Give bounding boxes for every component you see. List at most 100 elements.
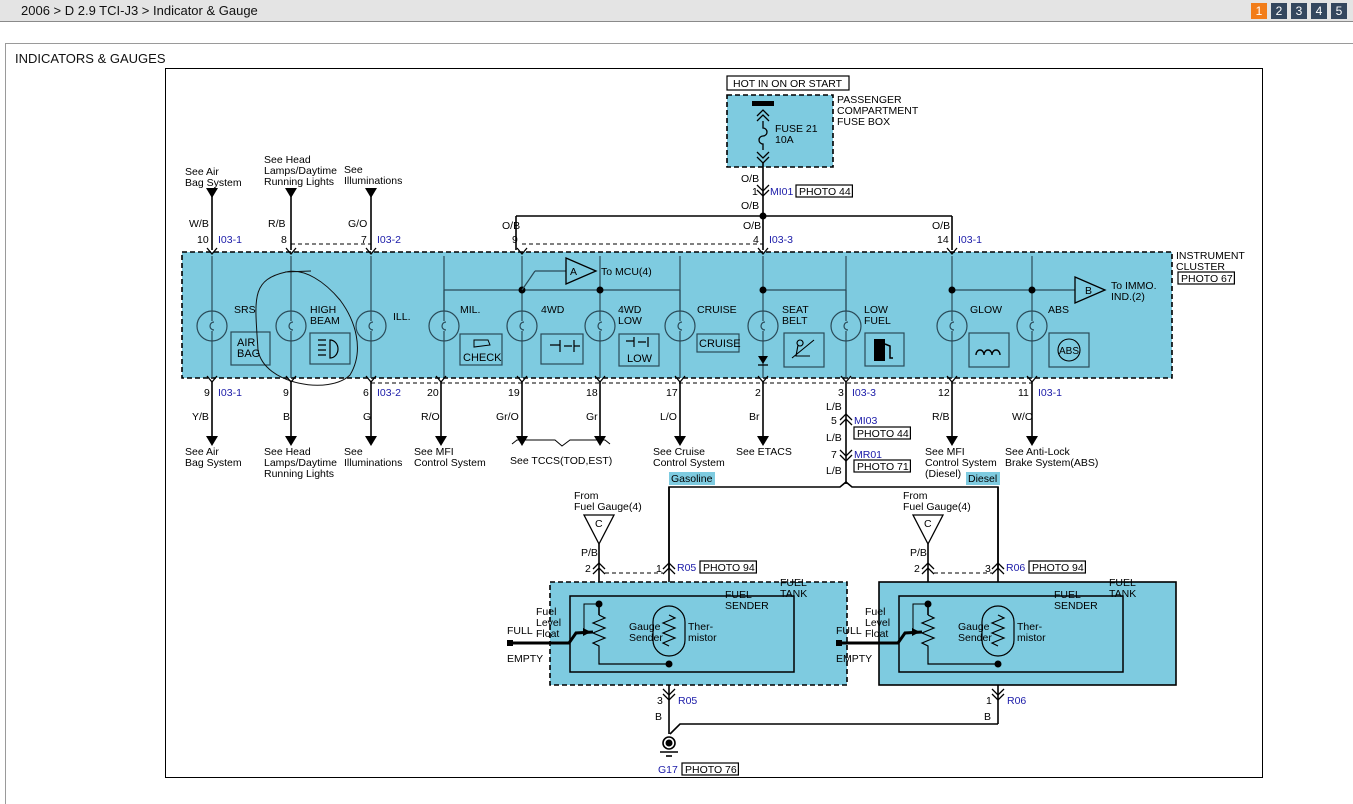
from-fuel-gauge-label: From (903, 490, 928, 502)
empty-label: EMPTY (836, 653, 872, 665)
top-reference: Lamps/Daytime (264, 165, 337, 177)
connector-id: R06 (1007, 695, 1026, 707)
fuel-tank (549, 581, 848, 686)
wire-label: L/B (826, 465, 842, 477)
wire-label: W/B (189, 218, 209, 230)
top-pin (285, 247, 297, 256)
top-pin (365, 247, 377, 256)
float-label: Fuel (865, 606, 885, 618)
wire-label: G/O (348, 218, 367, 230)
glow-plug-glyph (975, 349, 1001, 356)
reference-arrow (674, 436, 686, 446)
top-pin (516, 247, 528, 256)
reference-arrow (285, 436, 297, 446)
diode-icon (758, 356, 768, 364)
photo-label-box (1028, 560, 1087, 574)
splice-dot (1028, 286, 1036, 294)
bottom-reference: See MFI (414, 446, 454, 458)
fuel-sender-label: FUEL (1054, 589, 1081, 601)
splice-dot (759, 286, 767, 294)
connector-id: I03-2 (377, 387, 401, 399)
ground-id: G17 (658, 764, 678, 776)
top-reference: See (344, 164, 363, 176)
fuel-pump-glyph (874, 339, 885, 361)
cluster-label: CLUSTER (1176, 261, 1225, 273)
reference-arrow (435, 436, 447, 446)
tccs-reference: See TCCS(TOD,EST) (510, 455, 612, 467)
reference-arrow (516, 436, 528, 446)
lamp-label: LOW (864, 304, 888, 316)
top-reference: See Head (264, 154, 311, 166)
4wd-low-icon (618, 333, 660, 367)
pin-label: 5 (831, 415, 837, 427)
wiper-wire (583, 603, 599, 632)
page-button-1[interactable]: 1 (1251, 3, 1267, 19)
hand-drawn-circle (255, 270, 358, 386)
lamp-label: FUEL (864, 315, 891, 327)
engine-glyph (473, 339, 491, 348)
offpage-connector-c (582, 514, 616, 546)
connector-id: R06 (1006, 562, 1025, 574)
page-button-4[interactable]: 4 (1311, 3, 1327, 19)
float-label: Float (536, 628, 559, 640)
indicator-lamp-filament (949, 311, 955, 341)
top-pin (946, 247, 958, 256)
airbag-icon (230, 331, 271, 366)
fuel-tank-label: TANK (780, 588, 807, 600)
bottom-reference: Brake System(ABS) (1005, 457, 1098, 469)
lamp-label: HIGH (310, 304, 336, 316)
connector-id: I03-1 (218, 387, 242, 399)
float-label: Fuel (536, 606, 556, 618)
page-button-5[interactable]: 5 (1331, 3, 1347, 19)
float-label: Float (865, 628, 888, 640)
pin-label: 12 (938, 387, 950, 399)
connector-id: I03-1 (218, 234, 242, 246)
gauge-sender-label: Gauge (958, 621, 990, 633)
sender-connector (991, 562, 1005, 575)
high-beam-icon (309, 332, 351, 365)
connector-id: I03-3 (852, 387, 876, 399)
sender-connector (592, 562, 606, 575)
wire-label: Gr/O (496, 411, 519, 423)
wire-label: W/O (1012, 411, 1033, 423)
wire-label: B (655, 711, 662, 723)
mi01-connector (756, 184, 770, 197)
page-button-2[interactable]: 2 (1271, 3, 1287, 19)
lamp-label: ABS (1048, 304, 1069, 316)
from-fuel-gauge-label: Fuel Gauge(4) (574, 501, 642, 513)
connector-id: I03-1 (1038, 387, 1062, 399)
icon-text: CHECK (463, 352, 502, 364)
page-button-3[interactable]: 3 (1291, 3, 1307, 19)
seat-belt-glyph (791, 339, 815, 359)
fusebox-label: FUSE BOX (837, 116, 890, 128)
bottom-reference: See Air (185, 446, 219, 458)
thermistor-housing (981, 605, 1015, 657)
wiper-wire (912, 603, 928, 632)
indicator-lamp-filament (597, 311, 603, 341)
lamp-label: BEAM (310, 315, 340, 327)
fuel-sender-label: FUEL (725, 589, 752, 601)
photo-label: PHOTO 71 (857, 461, 909, 473)
gauge-sender-resistor (591, 614, 669, 665)
fuel-branch (668, 481, 999, 568)
diagram-frame (165, 68, 1263, 778)
top-pin (757, 247, 769, 256)
offpage-letter: C (924, 518, 932, 530)
pin-label: 6 (363, 387, 369, 399)
float-icon (507, 640, 513, 646)
breadcrumb: 2006 > D 2.9 TCI-J3 > Indicator & Gauge (21, 3, 258, 18)
wire-label: R/B (268, 218, 286, 230)
pin-label: 3 (838, 387, 844, 399)
bottom-reference: See Anti-Lock (1005, 446, 1071, 458)
cluster-photo-box (1177, 271, 1236, 285)
diesel-tag-bg (966, 472, 1000, 485)
thermistor-label: mistor (688, 632, 717, 644)
splice-dot (948, 286, 956, 294)
pin-label: 20 (427, 387, 439, 399)
indicator-lamp-filament (288, 311, 294, 341)
thermistor-label: Ther- (688, 621, 714, 633)
connector-id: MI03 (854, 415, 878, 427)
indicator-lamp-filament (519, 311, 525, 341)
offpage-letter: C (595, 518, 603, 530)
pin-label: 7 (361, 234, 367, 246)
